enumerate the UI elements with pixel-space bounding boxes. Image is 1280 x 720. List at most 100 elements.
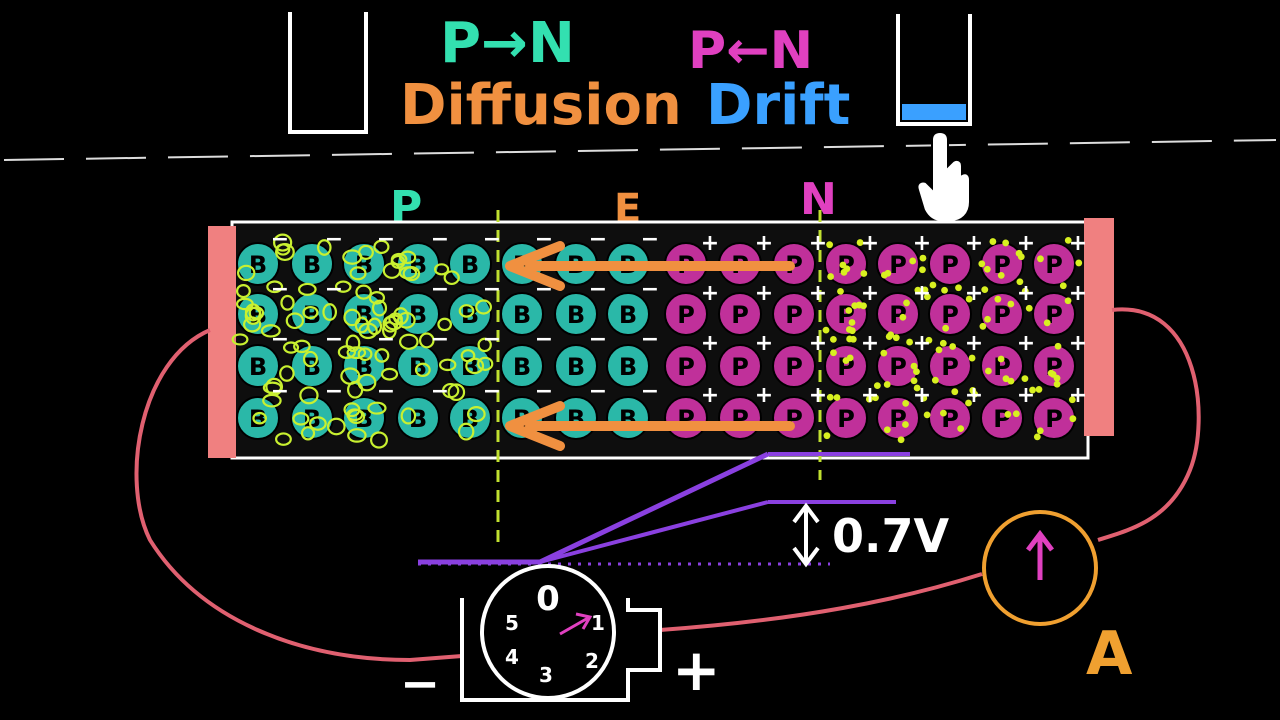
electron bbox=[913, 368, 920, 376]
hole bbox=[347, 428, 367, 443]
charge-carriers: −−−−−−−−−−−−−−−−−−−−−−−−−−−−−−−−++++++++… bbox=[231, 227, 1087, 449]
electron bbox=[1004, 411, 1012, 418]
boron-atom-label: B bbox=[461, 353, 479, 381]
hole bbox=[349, 266, 367, 281]
hole bbox=[477, 356, 494, 371]
phosphorus-atom-label: P bbox=[677, 353, 695, 381]
electron bbox=[931, 376, 939, 384]
phosphorus-atom: P bbox=[718, 292, 762, 336]
hole bbox=[447, 383, 466, 402]
hole bbox=[337, 345, 357, 360]
hole bbox=[280, 294, 295, 311]
electron bbox=[969, 386, 977, 394]
electron bbox=[919, 266, 926, 274]
hole bbox=[437, 317, 453, 332]
electron bbox=[913, 384, 921, 392]
negative-sign: − bbox=[431, 379, 449, 404]
electron bbox=[981, 286, 989, 294]
positive-sign: + bbox=[861, 281, 879, 306]
hole bbox=[414, 362, 431, 378]
electron bbox=[940, 409, 947, 417]
battery-plus-label: + bbox=[672, 636, 721, 704]
electron bbox=[925, 336, 933, 344]
electron bbox=[1053, 374, 1061, 382]
electron bbox=[872, 394, 879, 402]
electron bbox=[830, 349, 837, 357]
phosphorus-atom: P bbox=[1032, 344, 1076, 388]
positive-sign: + bbox=[809, 281, 827, 306]
hole bbox=[260, 324, 281, 338]
hole bbox=[342, 249, 363, 265]
hole bbox=[358, 322, 378, 340]
hole bbox=[475, 299, 492, 315]
hole bbox=[346, 346, 367, 360]
battery-dial[interactable] bbox=[480, 564, 616, 700]
hole bbox=[465, 357, 485, 375]
hole bbox=[355, 284, 372, 300]
positive-sign: + bbox=[861, 383, 879, 408]
hole bbox=[282, 341, 300, 354]
hole bbox=[346, 408, 364, 422]
hole bbox=[369, 431, 389, 449]
positive-sign: + bbox=[809, 383, 827, 408]
separator-line bbox=[3, 139, 1277, 161]
electron bbox=[1035, 386, 1043, 393]
boron-atom-label: B bbox=[619, 301, 637, 329]
phosphorus-atom-label: P bbox=[941, 251, 959, 279]
boron-atom-label: B bbox=[249, 405, 267, 433]
electron bbox=[1002, 239, 1010, 247]
hole bbox=[433, 263, 450, 276]
positive-sign: + bbox=[701, 281, 719, 306]
electron bbox=[989, 238, 997, 245]
phosphorus-atom-label: P bbox=[837, 405, 855, 433]
dial-number-3: 3 bbox=[539, 663, 553, 687]
electron bbox=[856, 239, 864, 246]
electron bbox=[923, 411, 931, 419]
negative-sign: − bbox=[377, 277, 395, 302]
ammeter-needle-icon bbox=[1026, 529, 1054, 580]
dial-number-2: 2 bbox=[585, 649, 599, 673]
electron bbox=[848, 319, 856, 326]
electron bbox=[979, 322, 987, 330]
phosphorus-atom-label: P bbox=[785, 301, 803, 329]
boron-atom: B bbox=[448, 292, 492, 336]
phosphorus-atom-label: P bbox=[941, 405, 959, 433]
negative-sign: − bbox=[641, 227, 659, 252]
electron bbox=[837, 287, 844, 295]
hole bbox=[345, 334, 361, 353]
boron-atom-label: B bbox=[567, 301, 585, 329]
positive-sign: + bbox=[809, 331, 827, 356]
hole bbox=[374, 348, 390, 363]
electron bbox=[983, 265, 991, 273]
negative-sign: − bbox=[325, 227, 343, 252]
electron bbox=[906, 338, 914, 346]
dial-number-1: 1 bbox=[591, 611, 605, 635]
right-bucket bbox=[896, 14, 972, 126]
electron bbox=[880, 349, 888, 357]
phosphorus-atom: P bbox=[876, 344, 920, 388]
electron bbox=[865, 395, 873, 403]
phosphorus-atom: P bbox=[1032, 242, 1076, 286]
hole bbox=[373, 239, 390, 254]
electron bbox=[873, 382, 881, 390]
hole bbox=[457, 422, 475, 441]
right-wire-lower bbox=[659, 572, 983, 632]
phosphorus-atom-label: P bbox=[785, 353, 803, 381]
hole bbox=[292, 412, 310, 426]
boron-atom-label: B bbox=[249, 251, 267, 279]
negative-sign: − bbox=[641, 277, 659, 302]
phosphorus-atom-label: P bbox=[993, 405, 1011, 433]
hole bbox=[357, 347, 373, 361]
electron bbox=[855, 301, 863, 309]
electron bbox=[994, 295, 1002, 303]
electron bbox=[914, 286, 922, 294]
electron bbox=[1021, 375, 1029, 383]
hole bbox=[298, 282, 317, 296]
negative-sign: − bbox=[377, 379, 395, 404]
hole bbox=[299, 386, 319, 405]
phosphorus-atom-label: P bbox=[1045, 405, 1063, 433]
negative-sign: − bbox=[377, 227, 395, 252]
electron bbox=[997, 271, 1005, 279]
electron bbox=[1025, 304, 1033, 312]
electron bbox=[892, 334, 900, 342]
